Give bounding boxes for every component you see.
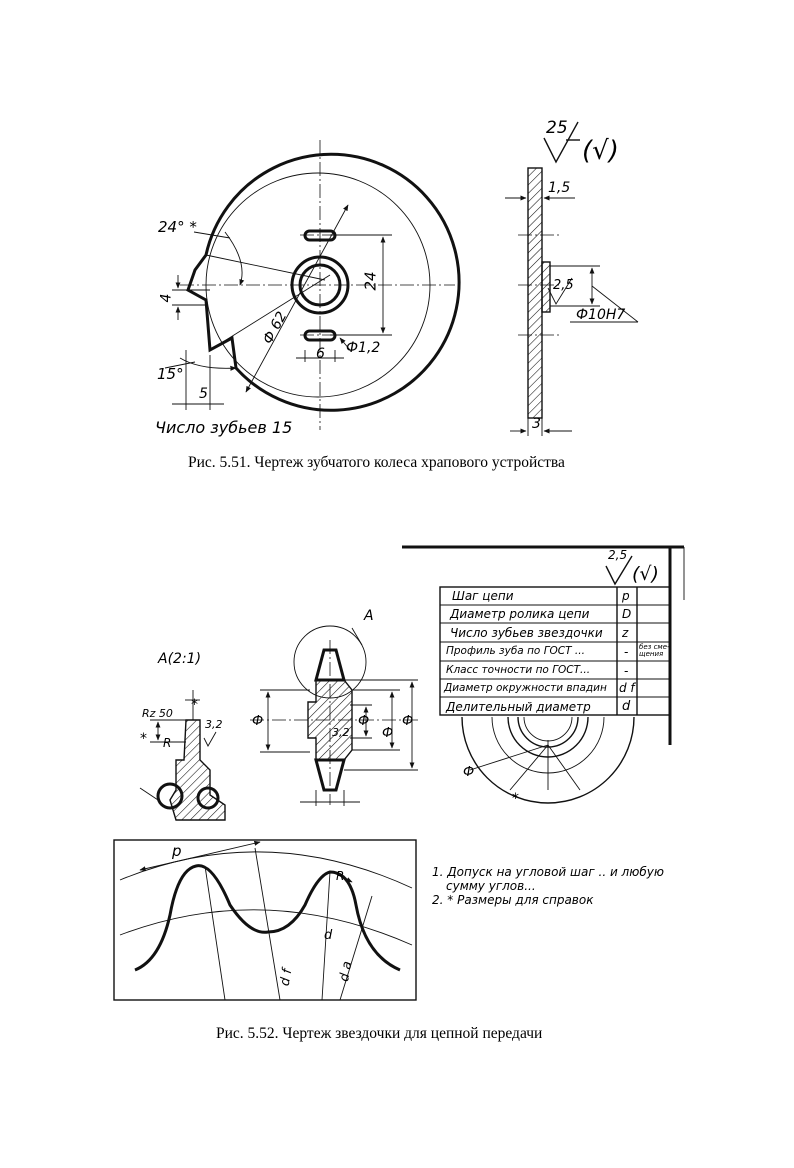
roughness-symbol-icon — [543, 121, 579, 164]
fig51-ratchet-wheel — [164, 121, 639, 436]
ratchet-outer-contour — [186, 152, 461, 412]
fig52-sprocket — [113, 545, 685, 1001]
tooth-profile-view — [113, 839, 417, 1001]
sprocket-section-view — [250, 625, 420, 806]
sprocket-half-view — [461, 716, 635, 804]
roughness-symbol-icon-2 — [605, 555, 633, 586]
param-table — [439, 586, 671, 716]
ratchet-side-view — [505, 167, 639, 436]
detail-a — [139, 690, 226, 821]
